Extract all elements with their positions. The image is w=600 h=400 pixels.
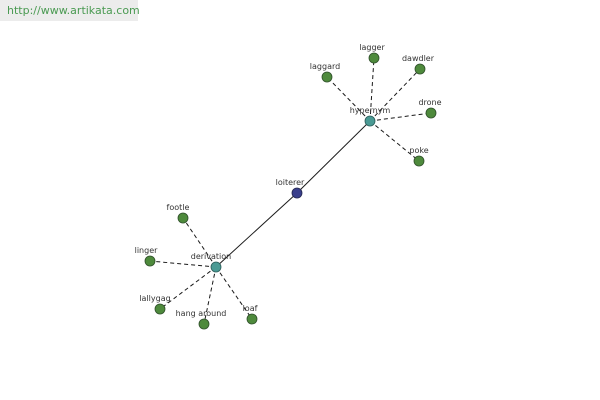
node-footle [177,212,189,224]
node-linger [144,255,156,267]
edge-hypernym-lagger [369,57,375,122]
node-dawdler [414,63,426,75]
source-url-banner[interactable]: http://www.artikata.com [0,0,140,21]
node-loaf [246,313,258,325]
node-lagger [368,52,380,64]
node-derivation [210,261,222,273]
node-loiterer [291,187,303,199]
label-drone: drone [418,98,441,107]
nodes-layer [144,52,437,330]
node-hang-around [198,318,210,330]
edge-loiterer-derivation [215,192,298,268]
label-hang-around: hang around [176,309,227,318]
node-hypernym [364,115,376,127]
labels-layer: laggard lagger dawdler drone poke hypernym foo… [135,43,442,318]
label-lallygag: lallygag [139,294,170,303]
edge-derivation-footle [182,217,217,268]
node-poke [413,155,425,167]
label-laggard: laggard [310,62,340,71]
edge-hypernym-drone [369,112,432,122]
edges-layer [149,57,432,325]
edge-derivation-loaf [215,266,253,320]
edge-hypernym-dawdler [369,68,421,122]
edge-derivation-hang-around [203,266,217,325]
edge-derivation-lallygag [159,266,217,310]
edge-loiterer-hypernym [296,120,371,194]
label-hypernym: hypernym [350,106,391,115]
label-linger: linger [135,246,159,255]
label-derivation: derivation [191,252,231,261]
node-drone [425,107,437,119]
edge-hypernym-laggard [326,76,371,122]
node-lallygag [154,303,166,315]
label-loaf: loaf [243,304,258,313]
edge-hypernym-poke [369,120,420,162]
label-poke: poke [409,146,428,155]
node-laggard [321,71,333,83]
edge-derivation-linger [149,260,217,268]
label-dawdler: dawdler [402,54,435,63]
label-loiterer: loiterer [276,178,305,187]
label-lagger: lagger [359,43,385,52]
label-footle: footle [167,203,190,212]
